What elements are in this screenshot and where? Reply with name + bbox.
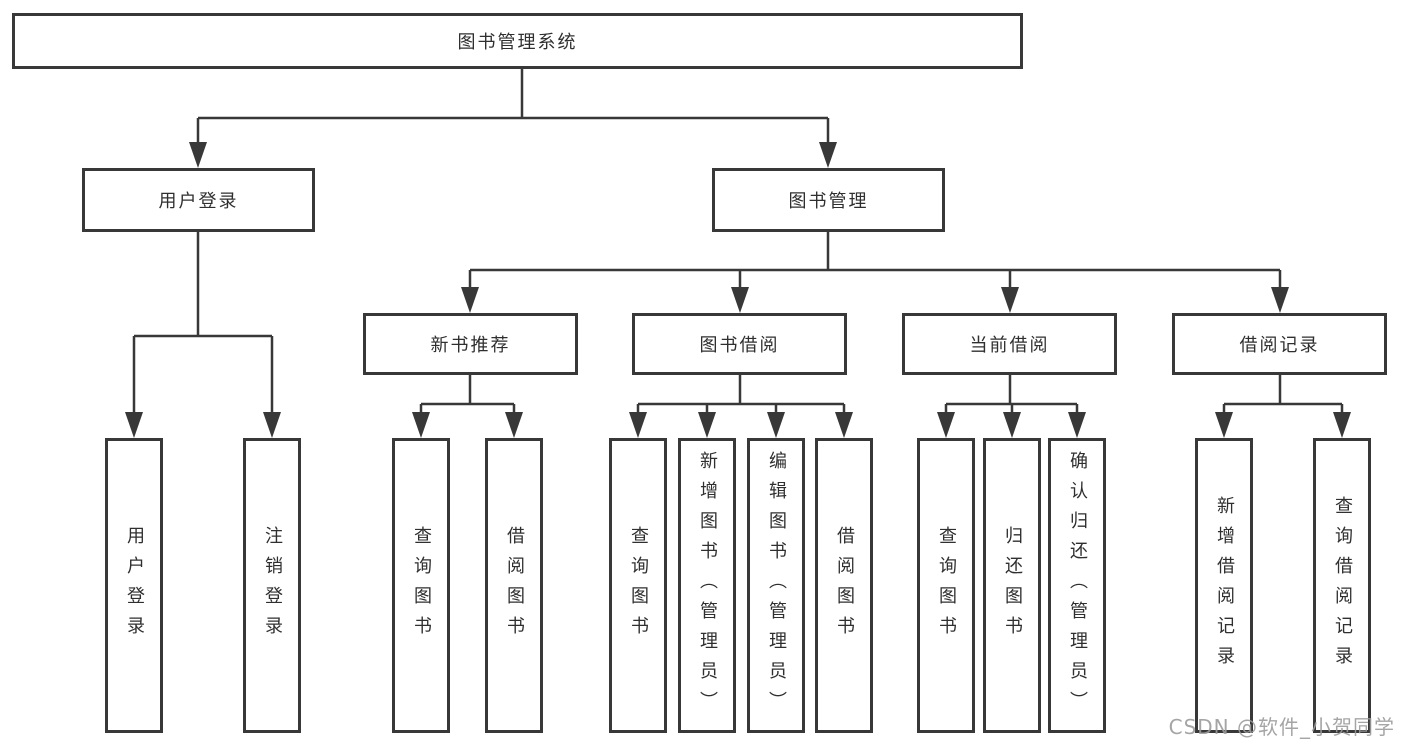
- node-label: 借阅记录: [1239, 335, 1320, 356]
- arrowhead: [1001, 287, 1019, 313]
- node-label: 图书管理: [788, 191, 869, 212]
- arrowhead: [767, 412, 785, 438]
- arrowhead: [629, 412, 647, 438]
- node-current-borrowing: 当前借阅: [902, 313, 1117, 375]
- arrowhead: [125, 412, 143, 438]
- node-label: 查询借阅记录: [1332, 495, 1353, 676]
- leaf-current-confirm-return-admin: 确认归还（管理员）: [1048, 438, 1106, 733]
- connector-strokes: [132, 69, 1344, 412]
- node-label: 注销登录: [262, 525, 283, 646]
- leaf-borrow-edit-books-admin: 编辑图书（管理员）: [747, 438, 805, 733]
- arrowhead: [1068, 412, 1086, 438]
- leaf-records-add: 新增借阅记录: [1195, 438, 1253, 733]
- leaf-records-query: 查询借阅记录: [1313, 438, 1371, 733]
- node-label: 编辑图书（管理员）: [766, 450, 787, 721]
- arrowhead: [819, 142, 837, 168]
- node-book-borrowing: 图书借阅: [632, 313, 847, 375]
- node-label: 查询图书: [411, 525, 432, 646]
- arrowhead: [1271, 287, 1289, 313]
- arrowhead: [1333, 412, 1351, 438]
- leaf-logout: 注销登录: [243, 438, 301, 733]
- node-label: 当前借阅: [969, 335, 1050, 356]
- node-root-system: 图书管理系统: [12, 13, 1023, 69]
- node-book-management: 图书管理: [712, 168, 945, 232]
- leaf-current-return-books: 归还图书: [983, 438, 1041, 733]
- arrowhead: [1215, 412, 1233, 438]
- node-label: 图书管理系统: [457, 32, 578, 53]
- node-label: 新增借阅记录: [1214, 495, 1235, 676]
- arrowheads: [125, 142, 1351, 438]
- leaf-new-books-query: 查询图书: [392, 438, 450, 733]
- arrowhead: [835, 412, 853, 438]
- node-label: 查询图书: [936, 525, 957, 646]
- arrowhead: [698, 412, 716, 438]
- node-label: 查询图书: [628, 525, 649, 646]
- arrowhead: [937, 412, 955, 438]
- node-label: 用户登录: [124, 525, 145, 646]
- arrowhead: [1003, 412, 1021, 438]
- arrowhead: [189, 142, 207, 168]
- arrowhead: [412, 412, 430, 438]
- node-label: 图书借阅: [699, 335, 780, 356]
- node-label: 借阅图书: [504, 525, 525, 646]
- node-user-login: 用户登录: [82, 168, 315, 232]
- node-label: 归还图书: [1002, 525, 1023, 646]
- csdn-watermark: CSDN @软件_小贺同学: [1168, 715, 1395, 739]
- node-new-book-recommendation: 新书推荐: [363, 313, 578, 375]
- arrowhead: [461, 287, 479, 313]
- leaf-current-query-books: 查询图书: [917, 438, 975, 733]
- arrowhead: [731, 287, 749, 313]
- node-label: 新书推荐: [430, 335, 511, 356]
- node-borrowing-records: 借阅记录: [1172, 313, 1387, 375]
- node-label: 确认归还（管理员）: [1067, 450, 1088, 721]
- leaf-new-books-borrow: 借阅图书: [485, 438, 543, 733]
- arrowhead: [505, 412, 523, 438]
- arrowhead: [263, 412, 281, 438]
- leaf-borrow-borrow-books: 借阅图书: [815, 438, 873, 733]
- leaf-borrow-add-books-admin: 新增图书（管理员）: [678, 438, 736, 733]
- node-label: 新增图书（管理员）: [697, 450, 718, 721]
- node-label: 用户登录: [158, 191, 239, 212]
- node-label: 借阅图书: [834, 525, 855, 646]
- leaf-user-login: 用户登录: [105, 438, 163, 733]
- leaf-borrow-query-books: 查询图书: [609, 438, 667, 733]
